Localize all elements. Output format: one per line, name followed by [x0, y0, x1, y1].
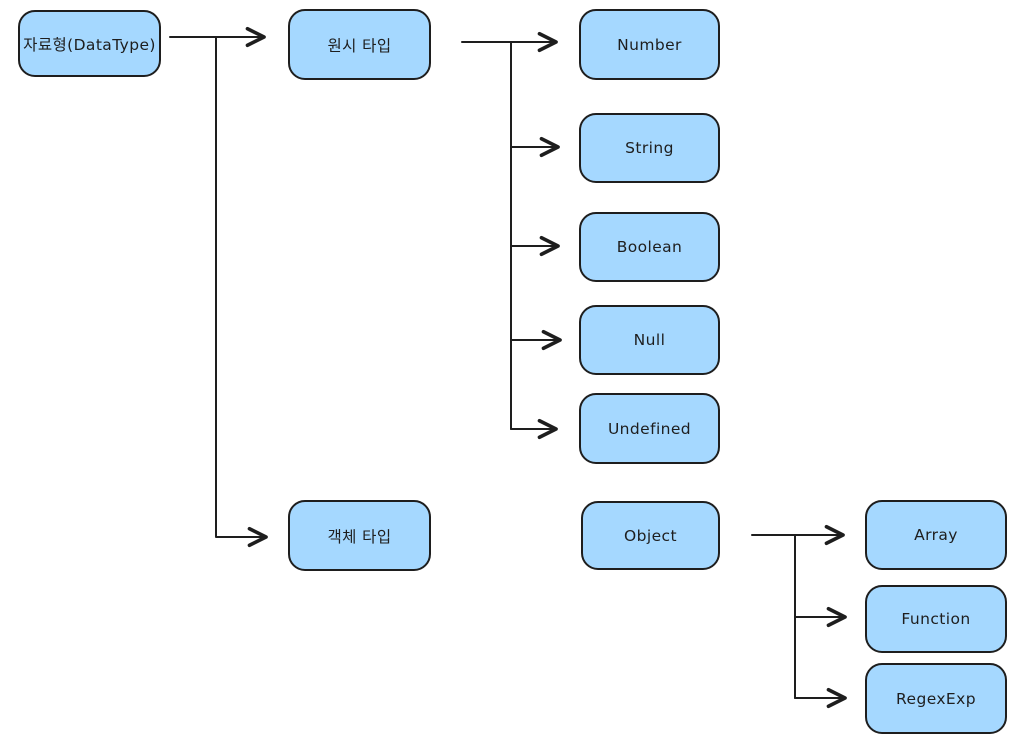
- node-undefined: Undefined: [579, 393, 720, 464]
- node-regexexp: RegexExp: [865, 663, 1007, 734]
- node-string: String: [579, 113, 720, 183]
- node-datatype: 자료형(DataType): [18, 10, 161, 77]
- node-function: Function: [865, 585, 1007, 653]
- node-object-type: 객체 타입: [288, 500, 431, 571]
- node-null: Null: [579, 305, 720, 375]
- node-boolean: Boolean: [579, 212, 720, 282]
- node-number: Number: [579, 9, 720, 80]
- node-array: Array: [865, 500, 1007, 570]
- node-primitive-type: 원시 타입: [288, 9, 431, 80]
- edge-datatype-objecttype: [215, 36, 268, 548]
- node-object: Object: [581, 501, 720, 570]
